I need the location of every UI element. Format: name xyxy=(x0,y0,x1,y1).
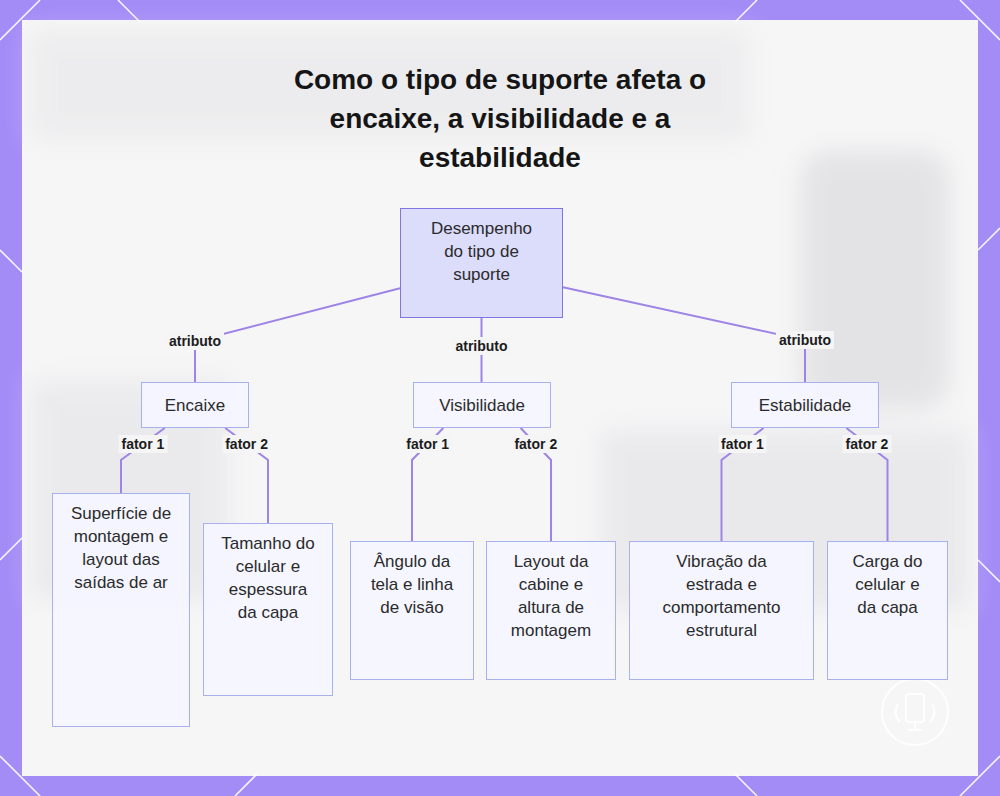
node-text: Vibração da estrada e comportamento estr… xyxy=(646,550,797,642)
connector-line xyxy=(195,288,400,382)
edge-label: fator 2 xyxy=(511,435,560,453)
node-text: Tamanho do celular e espessura da capa xyxy=(220,532,316,624)
factor-box: Vibração da estrada e comportamento estr… xyxy=(629,541,814,680)
diagram-title: Como o tipo de suporte afeta o encaixe, … xyxy=(250,60,750,177)
node-text: Visibilidade xyxy=(426,394,538,417)
edge-label: atributo xyxy=(452,337,510,355)
edge-label: fator 2 xyxy=(843,435,892,453)
node-text: Encaixe xyxy=(154,394,236,417)
edge-label: fator 1 xyxy=(118,435,167,453)
blurred-photo xyxy=(30,30,970,610)
factor-box: Ângulo da tela e linha de visão xyxy=(350,541,474,680)
panel xyxy=(22,20,978,776)
attribute-box: Visibilidade xyxy=(413,382,551,428)
node-text: Desempenho do tipo de suporte xyxy=(423,217,540,286)
edge-label: fator 1 xyxy=(718,435,767,453)
edge-label: fator 2 xyxy=(222,435,271,453)
factor-box: Carga do celular e da capa xyxy=(827,541,948,680)
attribute-box: Estabilidade xyxy=(731,382,879,428)
node-text: Estabilidade xyxy=(744,394,866,417)
root-box: Desempenho do tipo de suporte xyxy=(400,208,563,318)
node-text: Layout da cabine e altura de montagem xyxy=(503,550,599,642)
attribute-box: Encaixe xyxy=(141,382,249,428)
logo-icon xyxy=(882,679,948,745)
edge-label: fator 1 xyxy=(403,435,452,453)
node-text: Superfície de montagem e layout das saíd… xyxy=(69,502,173,594)
connector-line xyxy=(563,287,805,382)
node-text: Carga do celular e da capa xyxy=(844,550,931,619)
factor-box: Superfície de montagem e layout das saíd… xyxy=(52,493,190,727)
node-text: Ângulo da tela e linha de visão xyxy=(367,550,457,619)
edge-label: atributo xyxy=(166,332,224,350)
edge-label: atributo xyxy=(776,331,834,349)
factor-box: Layout da cabine e altura de montagem xyxy=(486,541,616,680)
factor-box: Tamanho do celular e espessura da capa xyxy=(203,523,333,696)
